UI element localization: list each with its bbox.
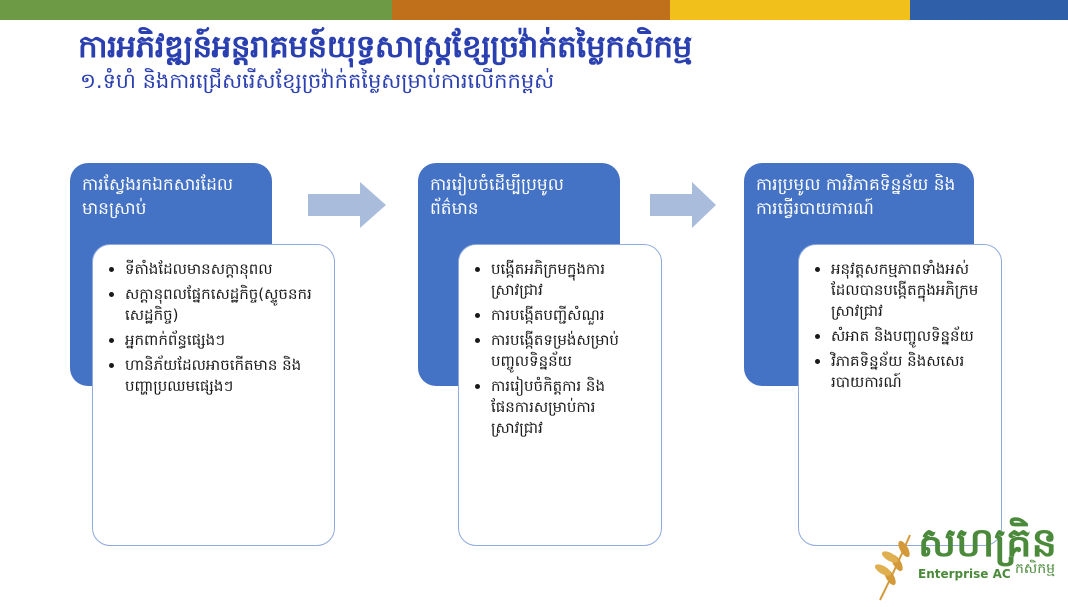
logo-name: សហគ្រិន xyxy=(918,520,1057,566)
list-item: ការបង្កើតទម្រង់សម្រាប់បញ្ចូលទិន្នន័យ xyxy=(491,330,647,372)
list-item: ទីតាំងដែលមានសក្តានុពល xyxy=(125,259,320,280)
list-item: អ្នកពាក់ព័ន្ធផ្សេងៗ xyxy=(125,330,320,351)
top-bar-green xyxy=(0,0,392,20)
step-2-card: បង្កើតអភិក្រមក្នុងការស្រាវជ្រាវ ការបង្កើ… xyxy=(458,244,662,546)
top-bar-blue xyxy=(910,0,1068,20)
arrow-right-icon xyxy=(650,182,716,228)
step-3-heading-text: ការប្រមូល ការវិភាគទិន្នន័យ និងការធ្វើរបា… xyxy=(756,175,956,219)
list-item: ការរៀបចំកិត្តការ និងផែនការសម្រាប់ការស្រា… xyxy=(491,376,647,439)
list-item: អនុវត្តសកម្មភាពទាំងអស់ដែលបានបង្កើតក្នុងអ… xyxy=(831,259,987,322)
top-color-bar xyxy=(0,0,1068,20)
top-bar-orange xyxy=(392,0,670,20)
list-item: ការបង្កើតបញ្ជីសំណួរ xyxy=(491,305,647,326)
wheat-icon xyxy=(874,534,911,601)
slide-subtitle: ១.ទំហំ និងការជ្រើសរើសខ្សែច្រវ៉ាក់តម្លៃសម… xyxy=(80,69,555,93)
list-item: បង្កើតអភិក្រមក្នុងការស្រាវជ្រាវ xyxy=(491,259,647,301)
slide-title: ការអភិវឌ្ឍន៍អន្តរាគមន៍យុទ្ធសាស្ត្រខ្សែច្… xyxy=(78,29,692,65)
logo-sub: កសិកម្ម xyxy=(1015,561,1055,577)
step-2-heading-text: ការរៀបចំដើម្បីប្រមូលព័ត៌មាន xyxy=(430,175,564,219)
arrow-right-icon xyxy=(308,182,386,228)
logo-tagline: Enterprise AC xyxy=(918,567,1011,581)
step-1-card: ទីតាំងដែលមានសក្តានុពល សក្តានុពលផ្នែកសេដ្… xyxy=(92,244,335,546)
list-item: ហានិភ័យដែលអាចកើតមាន និងបញ្ហាប្រឈមផ្សេងៗ xyxy=(125,355,320,397)
list-item: សក្តានុពលផ្នែកសេដ្ឋកិច្ច(ស្ទូចនករសេដ្ឋកិ… xyxy=(125,284,320,326)
top-bar-yellow xyxy=(670,0,910,20)
step-3-card: អនុវត្តសកម្មភាពទាំងអស់ដែលបានបង្កើតក្នុងអ… xyxy=(798,244,1002,546)
logo: សហគ្រិន Enterprise AC កសិកម្ម xyxy=(870,515,1060,605)
step-1-list: ទីតាំងដែលមានសក្តានុពល សក្តានុពលផ្នែកសេដ្… xyxy=(107,259,320,397)
list-item: សំអាត និងបញ្ចូលទិន្នន័យ xyxy=(831,326,987,347)
list-item: វិភាគទិន្នន័យ និងសសេររបាយការណ៍ xyxy=(831,351,987,393)
step-2-list: បង្កើតអភិក្រមក្នុងការស្រាវជ្រាវ ការបង្កើ… xyxy=(473,259,647,439)
step-1-heading-text: ការស្វែងរកឯកសារដែលមានស្រាប់ xyxy=(82,175,234,219)
step-3-list: អនុវត្តសកម្មភាពទាំងអស់ដែលបានបង្កើតក្នុងអ… xyxy=(813,259,987,393)
